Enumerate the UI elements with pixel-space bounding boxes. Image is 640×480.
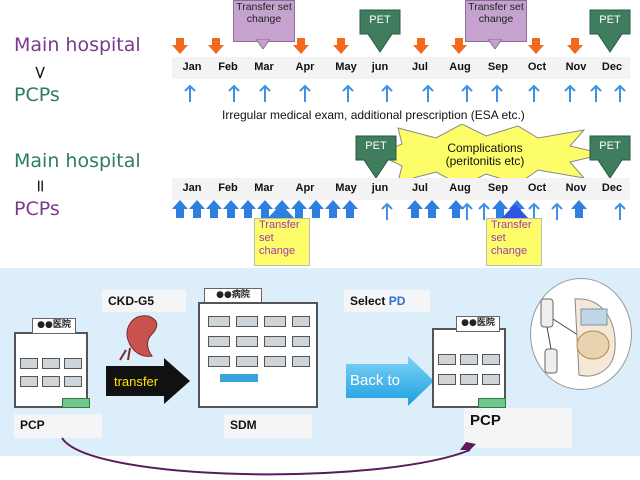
month-label: Jan [182,182,202,194]
transfer-arrow [106,358,190,404]
month-label: Oct [527,182,547,194]
month-label: Sep [487,182,509,194]
month-label: Apr [295,182,315,194]
main-hospital-label-2: Main hospital [14,150,141,172]
pet-arrow-3 [355,135,397,179]
entrance-icon [478,398,506,408]
peritoneal-dialysis-illustration [530,278,632,390]
up-arrow-icon [266,204,296,220]
month-label: Jul [412,61,428,73]
month-label: Feb [218,182,238,194]
ckd-stage-label: CKD-G5 [102,290,186,312]
pet-arrow-4 [589,135,631,179]
up-arrow-icon [500,204,530,220]
month-label: Nov [565,182,587,194]
month-label: May [335,182,357,194]
down-arrow-icon [256,39,270,49]
month-label: Jul [412,182,428,194]
month-label: Mar [254,182,274,194]
month-label: May [335,61,357,73]
kidney-icon [119,315,158,361]
entrance-icon [62,398,90,408]
orange-arrows-row [172,38,626,102]
return-path-arrow [61,437,476,476]
back-to-label: Back to [350,372,401,389]
month-label: Mar [254,61,274,73]
month-label: Feb [218,61,238,73]
month-label: Apr [295,61,315,73]
pcps-label-1: PCPs [14,84,60,106]
sdm-hospital-building [198,302,318,408]
complications-label: Complications (peritonitis etc) [445,141,525,168]
transfer-set-change-box-2: Transfer set change [465,0,527,42]
pcps-label-2: PCPs [14,198,60,220]
month-label: Aug [449,182,471,194]
transfer-label: transfer [113,374,159,389]
irregular-exam-note: Irregular medical exam, additional presc… [222,108,525,122]
transfer-set-change-box-4: Transfer set change [486,218,542,266]
pcp-clinic-building-right [432,328,506,408]
clinic-sign-right: ●●医院 [456,316,500,332]
month-label: Jan [182,61,202,73]
month-label: Dec [601,182,623,194]
month-label: jun [371,61,389,73]
pd-text: PD [388,294,406,308]
pcp-label-right: PCP [464,408,572,448]
equals-symbol: = [30,178,50,194]
clinic-sign-left: ●●医院 [32,318,76,334]
sdm-label: SDM [224,414,312,438]
blue-arrows-row [172,200,626,220]
month-bar-1: Jan Feb Mar Apr May jun Jul Aug Sep Oct … [172,57,630,79]
pcp-clinic-building-left [14,332,88,408]
month-label: Oct [527,61,547,73]
month-label: Dec [601,61,623,73]
pet-label: PET [365,140,387,152]
pcp-label-left: PCP [14,414,102,438]
pet-arrow-2 [589,9,631,53]
month-label: Sep [487,61,509,73]
main-hospital-label-1: Main hospital [14,34,141,56]
back-to-arrow [346,356,434,406]
month-label: Nov [565,61,587,73]
month-label: Aug [449,61,471,73]
select-pd-label: Select PD [344,290,430,312]
transfer-set-change-box-3: Transfer set change [254,218,310,266]
pet-label: PET [599,14,621,26]
pet-label: PET [369,14,391,26]
pet-arrow-1 [359,9,401,53]
month-bar-2: Jan Feb Mar Apr May jun Jul Aug Sep Oct … [172,178,630,200]
select-prefix: Select [350,294,389,308]
down-arrow-icon [488,39,502,49]
month-label: jun [371,182,389,194]
pet-label: PET [599,140,621,152]
